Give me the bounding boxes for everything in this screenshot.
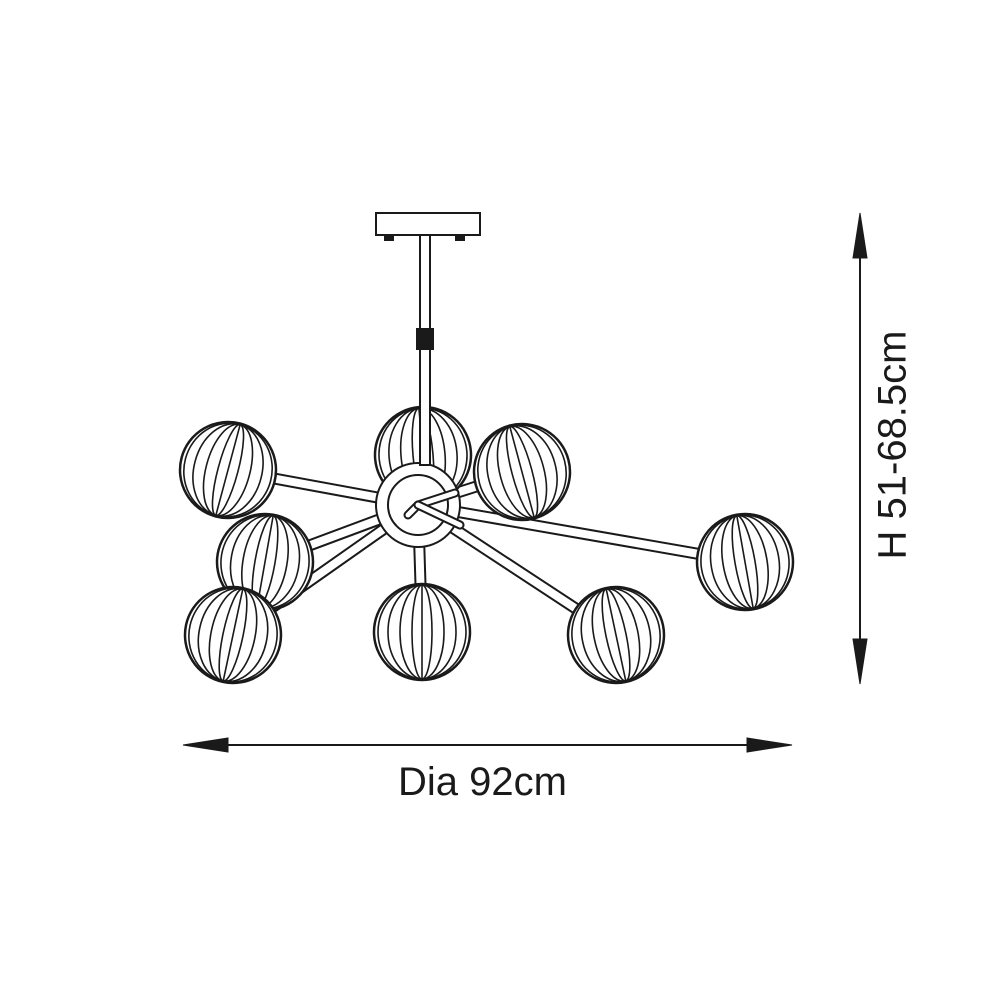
globe-shade <box>215 512 315 612</box>
height-label: H 51-68.5cm <box>870 330 915 560</box>
globe-shade <box>183 585 283 685</box>
ceiling-plate-foot <box>384 235 394 241</box>
globe-shade <box>178 420 278 520</box>
ceiling-plate <box>375 212 481 236</box>
ceiling-plate-foot <box>455 235 465 241</box>
diameter-label: Dia 92cm <box>398 760 567 804</box>
globe-shade <box>566 585 666 685</box>
globe-shade <box>472 422 572 522</box>
rod-collar <box>416 328 434 350</box>
height-arrow <box>852 212 868 685</box>
globe-shade <box>695 512 795 612</box>
globe-shade <box>372 582 472 682</box>
fixture-top <box>375 212 481 466</box>
width-arrow <box>182 737 793 753</box>
